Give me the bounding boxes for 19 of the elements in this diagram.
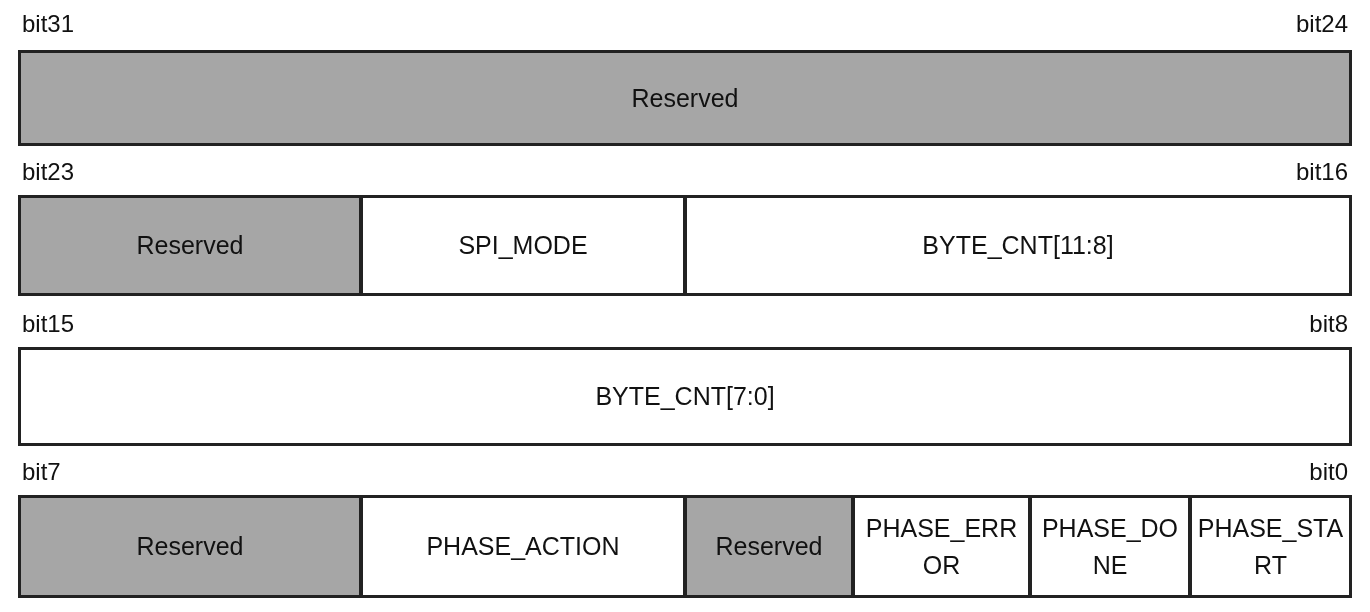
bit-field-cell: Reserved	[18, 495, 362, 598]
bit-field-cell: PHASE_ACTION	[360, 495, 686, 598]
bit-field-cell: Reserved	[684, 495, 854, 598]
bit-number: bit16	[1295, 158, 1348, 186]
bit-field-cell: BYTE_CNT[7:0]	[18, 347, 1352, 446]
bit-number: bit15	[22, 310, 75, 338]
bit-field-cell: BYTE_CNT[11:8]	[684, 195, 1352, 296]
bit-number: bit0	[1309, 458, 1348, 486]
bit-number: bit31	[22, 10, 75, 38]
bit-number: bit23	[22, 158, 75, 186]
bit-number: bit7	[22, 458, 61, 486]
bit-number: bit24	[1295, 10, 1348, 38]
bit-field-cell: PHASE_START	[1189, 495, 1352, 598]
bit-field-cell: PHASE_ERROR	[852, 495, 1031, 598]
bit-number: bit8	[1309, 310, 1348, 338]
bit-field-cell: Reserved	[18, 195, 362, 296]
bit-field-cell: Reserved	[18, 50, 1352, 146]
bit-field-cell: PHASE_DONE	[1029, 495, 1191, 598]
bit-field-cell: SPI_MODE	[360, 195, 686, 296]
